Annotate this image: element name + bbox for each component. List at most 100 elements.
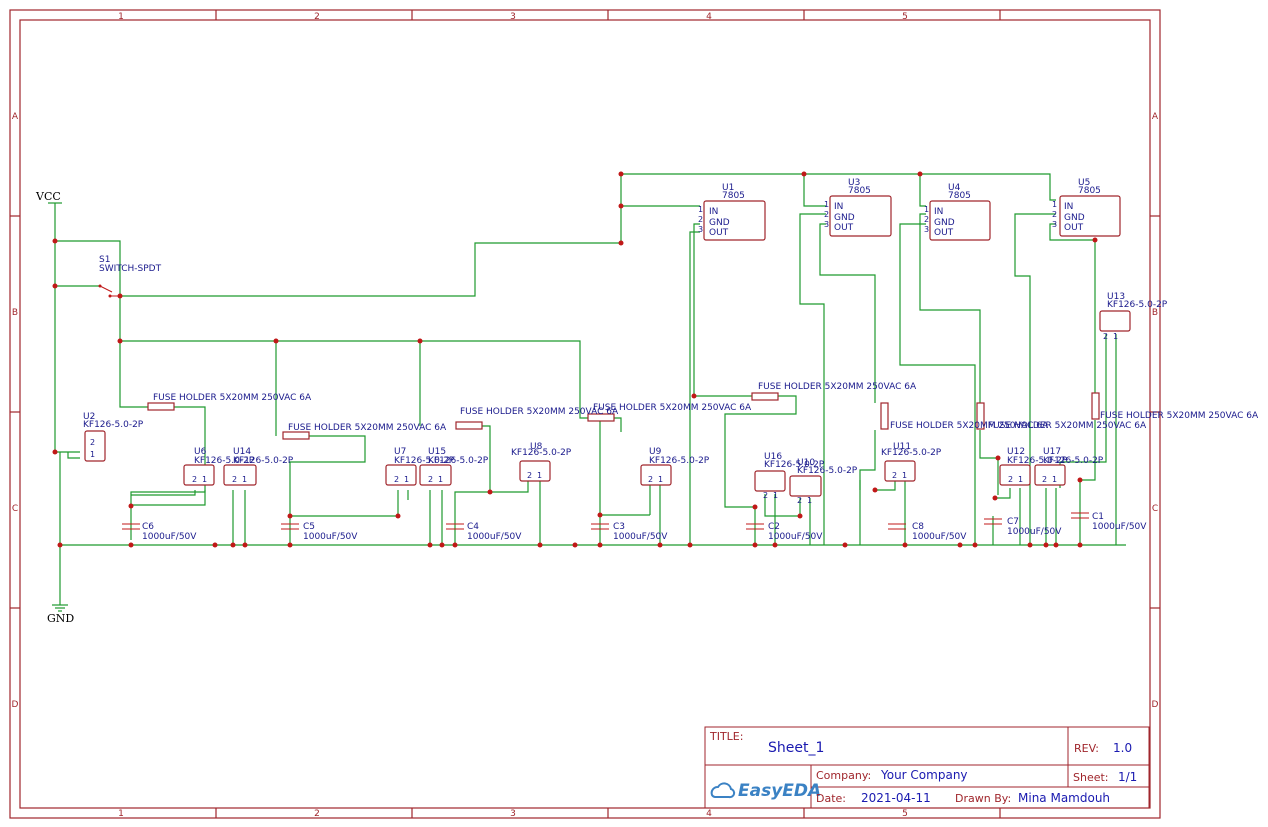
pin-name: IN bbox=[834, 202, 843, 212]
component-value: KF126-5.0-2P bbox=[764, 460, 825, 470]
zone-row-label: A bbox=[12, 112, 19, 122]
pin-number: 1 bbox=[658, 475, 663, 484]
component-value: 1000uF/50V bbox=[912, 532, 967, 542]
component-ref: U7 bbox=[394, 447, 406, 457]
pin-number: 1 bbox=[404, 475, 409, 484]
drawn-by-key: Drawn By: bbox=[955, 792, 1011, 805]
component-value: 1000uF/50V bbox=[1007, 527, 1062, 537]
fuse-label: FUSE HOLDER 5X20MM 250VAC 6A bbox=[988, 421, 1147, 431]
fuse-label: FUSE HOLDER 5X20MM 250VAC 6A bbox=[460, 407, 619, 417]
component-ref: C7 bbox=[1007, 517, 1019, 527]
pin-number: 3 bbox=[824, 220, 829, 229]
connector-u6: U6 KF126-5.0-2P 2 1 bbox=[183, 447, 255, 486]
component-ref: C3 bbox=[613, 522, 625, 532]
component-ref: U16 bbox=[764, 452, 782, 462]
pin-number: 1 bbox=[824, 200, 829, 209]
sheet-value: 1/1 bbox=[1118, 770, 1137, 784]
junctions bbox=[52, 171, 1098, 548]
component-ref: U4 bbox=[948, 183, 961, 193]
regulator-u3: U3 7805 IN GND OUT 1 2 3 bbox=[824, 178, 892, 237]
pin-number: 3 bbox=[924, 225, 929, 234]
component-value: KF126-5.0-2P bbox=[881, 448, 942, 458]
pin-number: 2 bbox=[824, 210, 829, 219]
pin-name: IN bbox=[709, 207, 718, 217]
pin-number: 1 bbox=[698, 205, 703, 214]
vcc-label: VCC bbox=[35, 190, 61, 203]
fuses: FUSE HOLDER 5X20MM 250VAC 6A FUSE HOLDER… bbox=[147, 382, 1259, 440]
fuse-label: FUSE HOLDER 5X20MM 250VAC 6A bbox=[890, 421, 1049, 431]
connector-u10: U10 KF126-5.0-2P 2 1 bbox=[789, 458, 858, 505]
pin-name: OUT bbox=[709, 228, 729, 238]
component-ref: U1 bbox=[722, 183, 734, 193]
component-value: SWITCH-SPDT bbox=[99, 264, 162, 274]
capacitor-c5: C5 1000uF/50V bbox=[281, 522, 358, 542]
component-value: KF126-5.0-2P bbox=[511, 448, 572, 458]
regulator-u1: U1 7805 IN GND OUT 1 2 3 bbox=[698, 183, 766, 241]
pin-number: 1 bbox=[90, 450, 95, 459]
component-value: KF126-5.0-2P bbox=[649, 456, 710, 466]
component-value: KF126-5.0-2P bbox=[394, 456, 455, 466]
pin-number: 1 bbox=[807, 496, 812, 505]
title-block: TITLE: Sheet_1 REV: 1.0 EasyEDA Company:… bbox=[704, 726, 1150, 809]
component-ref: U2 bbox=[83, 412, 95, 422]
sheet-key: Sheet: bbox=[1073, 771, 1109, 784]
component-value: KF126-5.0-2P bbox=[1107, 300, 1168, 310]
zone-row-label: A bbox=[1152, 112, 1159, 122]
component-ref: U17 bbox=[1043, 447, 1061, 457]
capacitor-c7: C7 1000uF/50V bbox=[984, 517, 1062, 537]
connector-u14: U14 KF126-5.0-2P 2 1 bbox=[223, 447, 294, 486]
component-value: 7805 bbox=[1078, 186, 1101, 196]
connector-u17: U17 KF126-5.0-2P 2 1 bbox=[1034, 447, 1104, 486]
pin-number: 2 bbox=[527, 471, 532, 480]
zone-row-label: B bbox=[12, 308, 18, 318]
switch-s1: S1 SWITCH-SPDT bbox=[98, 255, 162, 298]
pin-number: 1 bbox=[1113, 332, 1118, 341]
connector-u15: U15 KF126-5.0-2P 2 1 bbox=[419, 447, 489, 486]
pin-number: 2 bbox=[394, 475, 399, 484]
fuse-label: FUSE HOLDER 5X20MM 250VAC 6A bbox=[593, 403, 752, 413]
company-value: Your Company bbox=[880, 768, 968, 782]
pin-number: 2 bbox=[428, 475, 433, 484]
gnd-label: GND bbox=[47, 612, 74, 625]
fuse-label: FUSE HOLDER 5X20MM 250VAC 6A bbox=[153, 393, 312, 403]
pin-number: 2 bbox=[924, 215, 929, 224]
component-value: 1000uF/50V bbox=[142, 532, 197, 542]
pin-name: OUT bbox=[934, 228, 954, 238]
pin-number: 2 bbox=[1042, 475, 1047, 484]
rev-key: REV: bbox=[1074, 742, 1099, 755]
capacitor-c3: C3 1000uF/50V bbox=[591, 522, 668, 542]
component-ref: U9 bbox=[649, 447, 662, 457]
rev-value: 1.0 bbox=[1113, 741, 1132, 755]
pin-number: 2 bbox=[648, 475, 653, 484]
component-ref: U14 bbox=[233, 447, 251, 457]
pin-number: 1 bbox=[902, 471, 907, 480]
capacitor-c8: C8 1000uF/50V bbox=[888, 522, 967, 542]
component-value: 7805 bbox=[848, 186, 871, 196]
capacitor-c6: C6 1000uF/50V bbox=[122, 522, 197, 542]
component-value: KF126-5.0-2P bbox=[1007, 456, 1068, 466]
connector-u2: U2 KF126-5.0-2P 2 1 bbox=[83, 412, 144, 462]
component-value: 1000uF/50V bbox=[768, 532, 823, 542]
component-ref: S1 bbox=[99, 255, 110, 265]
date-value: 2021-04-11 bbox=[861, 791, 931, 805]
component-value: 1000uF/50V bbox=[1092, 522, 1147, 532]
pin-name: GND bbox=[1064, 213, 1085, 223]
pin-number: 3 bbox=[698, 225, 703, 234]
pin-name: IN bbox=[1064, 202, 1073, 212]
pin-number: 2 bbox=[1052, 210, 1057, 219]
component-value: 1000uF/50V bbox=[303, 532, 358, 542]
connector-u9: U9 KF126-5.0-2P 2 1 bbox=[640, 447, 710, 486]
pin-name: OUT bbox=[1064, 223, 1084, 233]
pin-name: IN bbox=[934, 207, 943, 217]
zone-row-label: C bbox=[12, 504, 18, 514]
component-value: 7805 bbox=[722, 191, 745, 201]
zone-row-label: D bbox=[12, 700, 19, 710]
zone-col-label: 5 bbox=[902, 12, 908, 22]
component-ref: C8 bbox=[912, 522, 924, 532]
component-value: 7805 bbox=[948, 191, 971, 201]
zone-row-label: D bbox=[1152, 700, 1159, 710]
zone-row-label: C bbox=[1152, 504, 1158, 514]
component-value: KF126-5.0-2P bbox=[428, 456, 489, 466]
pin-name: OUT bbox=[834, 223, 854, 233]
wires bbox=[54, 173, 1126, 605]
